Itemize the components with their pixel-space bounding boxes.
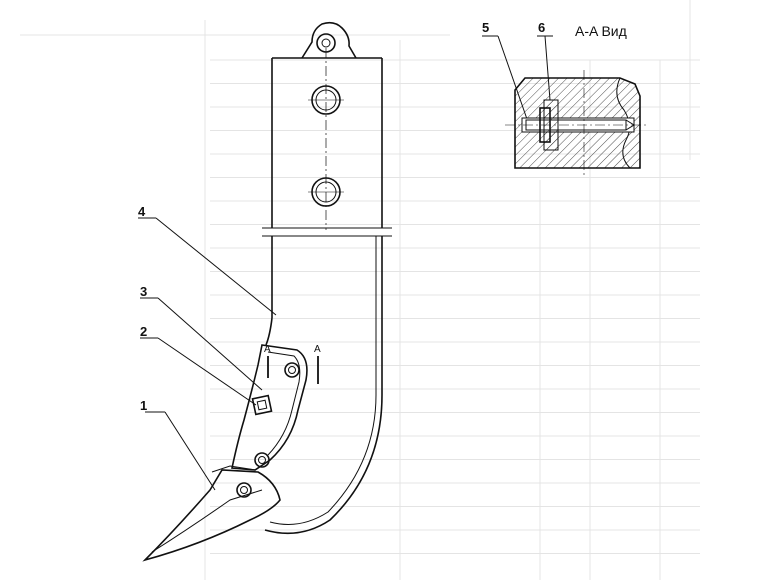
callout-2: 2 [140, 324, 147, 339]
callout-4: 4 [138, 204, 146, 219]
ripper-tip [142, 465, 281, 562]
callout-1: 1 [140, 398, 147, 413]
mounting-hole-lower [308, 177, 344, 207]
shin-guard [231, 344, 319, 471]
callout-labels: 1 2 3 4 5 6 [138, 20, 545, 413]
callout-5: 5 [482, 20, 489, 35]
section-mark-left: A [264, 344, 271, 355]
callout-3: 3 [140, 284, 147, 299]
leader-lines [138, 35, 553, 491]
mounting-hole-upper [308, 85, 344, 115]
section-view-a-a: A-A Вид [505, 23, 648, 178]
callout-6: 6 [538, 20, 545, 35]
ripper-shank [262, 21, 392, 535]
section-mark-right: A [314, 344, 321, 355]
background-parts-table-ghost [20, 0, 700, 580]
section-view-title: A-A Вид [575, 23, 627, 39]
